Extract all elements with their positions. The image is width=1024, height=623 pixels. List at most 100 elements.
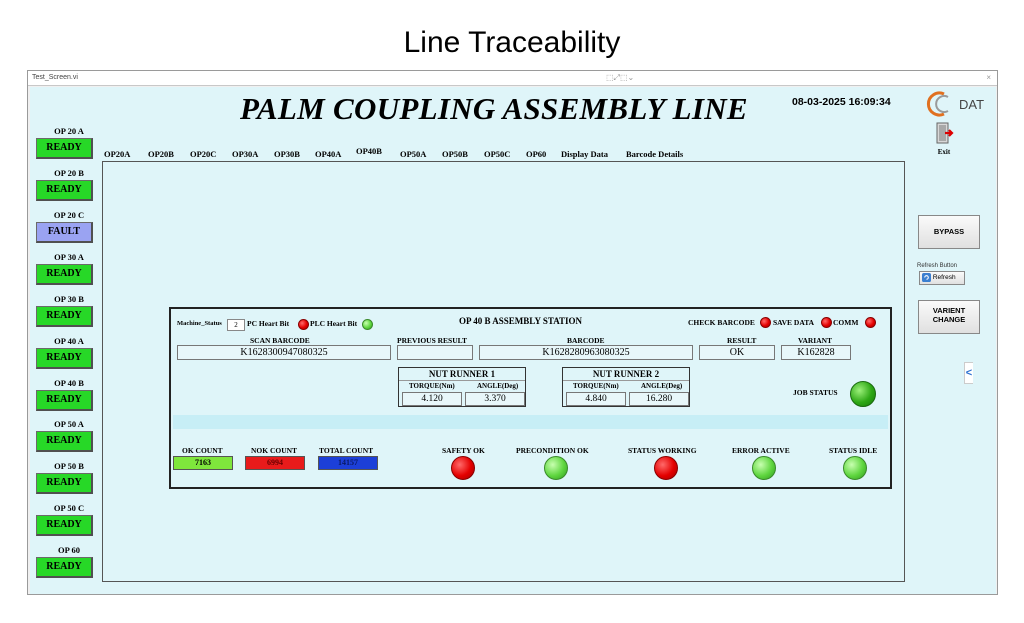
application-window: Test_Screen.vi ⬚⤢⬚⌄ × PALM COUPLING ASSE… [27,70,998,595]
tab-op50b[interactable]: OP50B [442,149,468,159]
previous-result-label: PREVIOUS RESULT [397,336,467,345]
tab-op50a[interactable]: OP50A [400,149,427,159]
tab-display-data[interactable]: Display Data [561,149,608,159]
main-panel: PALM COUPLING ASSEMBLY LINE 08-03-2025 1… [30,87,996,594]
nut-runner-1-angle-label: ANGLE(Deg) [477,382,519,390]
scan-barcode-label: SCAN BARCODE [250,336,310,345]
check-barcode-indicator [760,317,771,328]
total-count-label: TOTAL COUNT [319,446,374,455]
app-title: PALM COUPLING ASSEMBLY LINE [240,91,748,126]
refresh-button[interactable]: Refresh [919,271,965,285]
station-label-op40a: OP 40 A [54,336,84,346]
status-idle-indicator [843,456,867,480]
nut-runner-2-panel: NUT RUNNER 2 TORQUE(Nm) ANGLE(Deg) 4.840… [562,367,690,407]
status-working-indicator [654,456,678,480]
comm-indicator [865,317,876,328]
machine-status-value: 2 [227,319,245,331]
save-data-indicator [821,317,832,328]
barcode-field: K1628280963080325 [479,345,693,360]
safety-ok-label: SAFETY OK [442,446,485,455]
collapse-arrow-icon[interactable]: < [964,362,973,384]
station-status-op20a: READY [36,138,93,159]
safety-ok-indicator [451,456,475,480]
nok-count-label: NOK COUNT [251,446,298,455]
station-title: OP 40 B ASSEMBLY STATION [459,316,583,326]
barcode-label: BARCODE [567,336,605,345]
station-label-op20c: OP 20 C [53,210,85,220]
nut-runner-2-title: NUT RUNNER 2 [563,368,689,381]
ok-count-value: 7163 [173,456,233,470]
op40b-station-panel: Machine_Status 2 PC Heart Bit PLC Heart … [169,307,892,489]
error-active-label: ERROR ACTIVE [732,446,790,455]
station-status-op30a: READY [36,264,93,285]
station-label-op30a: OP 30 A [54,252,84,262]
window-titlebar: Test_Screen.vi ⬚⤢⬚⌄ × [28,71,997,86]
station-status-op20b: READY [36,180,93,201]
station-status-op50b: READY [36,473,93,494]
result-label: RESULT [727,336,757,345]
job-status-indicator [850,381,876,407]
tab-op20b[interactable]: OP20B [148,149,174,159]
tab-op20a[interactable]: OP20A [104,149,131,159]
station-status-op40a: READY [36,348,93,369]
nok-count-value: 6994 [245,456,305,470]
page-title: Line Traceability [403,26,621,59]
scan-barcode-field[interactable]: K1628300947080325 [177,345,391,360]
variant-field: K162828 [781,345,851,360]
logo-text: DAT [959,97,984,112]
variant-change-line2: CHANGE [932,315,966,324]
tab-op20c[interactable]: OP20C [190,149,217,159]
station-status-op20c: FAULT [36,222,93,243]
refresh-button-text: Refresh [932,274,956,281]
station-status-op50a: READY [36,431,93,452]
previous-result-field [397,345,473,360]
tab-op30b[interactable]: OP30B [274,149,300,159]
station-label-op40b: OP 40 B [54,378,84,388]
tab-barcode-details[interactable]: Barcode Details [626,149,684,159]
window-close-button[interactable]: × [986,73,991,82]
station-status-op40b: READY [36,390,93,411]
window-title: Test_Screen.vi [32,74,78,81]
station-label-op60: OP 60 [58,545,80,555]
tab-op40a[interactable]: OP40A [315,149,342,159]
station-status-op30b: READY [36,306,93,327]
job-status-label: JOB STATUS [793,388,838,397]
total-count-value: 14157 [318,456,378,470]
comm-label: COMM [833,318,859,327]
check-barcode-label: CHECK BARCODE [688,318,755,327]
variant-change-button[interactable]: VARIENT CHANGE [918,300,980,334]
nut-runner-2-torque-label: TORQUE(Nm) [573,382,619,390]
bypass-button[interactable]: BYPASS [918,215,980,249]
tab-op60[interactable]: OP60 [526,149,547,159]
exit-door-icon[interactable] [934,122,954,144]
status-working-label: STATUS WORKING [628,446,697,455]
station-label-op50a: OP 50 A [54,419,84,429]
station-status-op50c: READY [36,515,93,536]
nut-runner-1-torque-label: TORQUE(Nm) [409,382,455,390]
variant-change-line1: VARIENT [932,306,966,315]
station-label-op50c: OP 50 C [53,503,85,513]
tab-op40b[interactable]: OP40B [356,146,382,156]
tab-op50c[interactable]: OP50C [484,149,511,159]
separator-strip [173,415,888,429]
machine-status-label: Machine_Status [177,320,222,327]
result-field: OK [699,345,775,360]
pc-heart-bit-indicator [298,319,309,330]
station-label-op50b: OP 50 B [54,461,84,471]
refresh-icon [922,272,931,282]
ok-count-label: OK COUNT [182,446,223,455]
nut-runner-2-angle-value: 16.280 [629,392,689,406]
tab-op30a[interactable]: OP30A [232,149,259,159]
station-status-op60: READY [36,557,93,578]
refresh-button-label: Refresh Button [917,263,958,269]
precondition-ok-label: PRECONDITION OK [516,446,589,455]
plc-heart-bit-indicator [362,319,373,330]
nut-runner-1-panel: NUT RUNNER 1 TORQUE(Nm) ANGLE(Deg) 4.120… [398,367,526,407]
window-controls[interactable]: ⬚⤢⬚⌄ [606,73,635,82]
pc-heart-bit-label: PC Heart Bit [247,319,290,328]
nut-runner-2-angle-label: ANGLE(Deg) [641,382,683,390]
station-label-op20a: OP 20 A [54,126,84,136]
company-logo: DAT [926,91,984,117]
datetime-display: 08-03-2025 16:09:34 [792,96,891,108]
nut-runner-1-angle-value: 3.370 [465,392,525,406]
